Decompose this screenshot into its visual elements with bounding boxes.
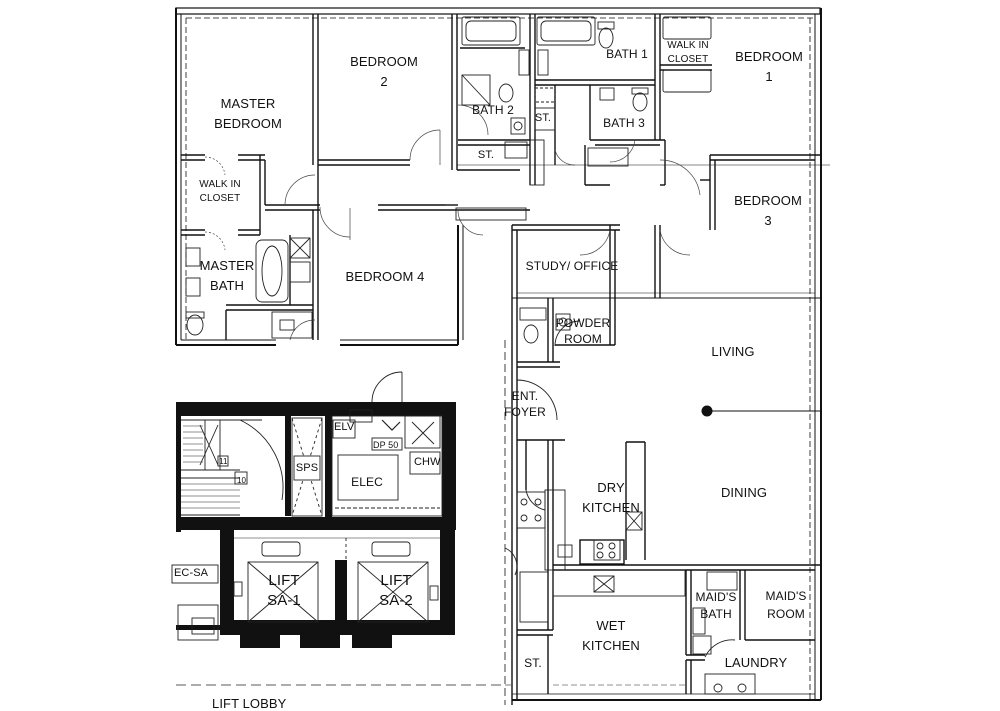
stair-tag-11: 11 [219,457,228,466]
room-label-st-2: ST. [477,149,495,161]
column-marker [701,405,713,417]
room-label-sps: SPS [295,462,319,474]
room-label-laundry: LAUNDRY [724,655,788,670]
room-label-st-1: ST. [534,112,552,124]
room-label-living: LIVING [711,344,755,359]
upper-interior-walls [181,14,830,340]
stair-tag-10: 10 [237,476,247,485]
room-label-st-lower: ST. [524,656,542,670]
room-label-study-office: STUDY/ OFFICE [525,259,619,273]
core-walls [176,402,456,648]
room-label-bedroom-4: BEDROOM 4 [345,269,425,284]
room-label-elv: ELV [334,421,355,433]
lower-fixtures [504,307,756,695]
lower-walls [504,298,821,705]
room-label-ec-sa: EC-SA [174,567,209,579]
upper-door-swings [204,104,701,341]
core-details [171,371,505,686]
room-label-bath-2: BATH 2 [472,103,514,117]
room-label-elec: ELEC [351,475,383,489]
upper-bath-fixtures [185,16,712,339]
room-label-dining: DINING [720,485,768,500]
room-label-ent-foyer: ENT.FOYER [504,389,546,419]
room-label-chw: CHW [414,456,441,468]
room-label-bath-1: BATH 1 [606,47,648,61]
room-label-dp-50: DP 50 [373,440,399,450]
room-label-bath-3: BATH 3 [603,116,645,130]
upper-exterior-walls [175,7,822,700]
room-label-lift-lobby: LIFT LOBBY [212,696,287,711]
